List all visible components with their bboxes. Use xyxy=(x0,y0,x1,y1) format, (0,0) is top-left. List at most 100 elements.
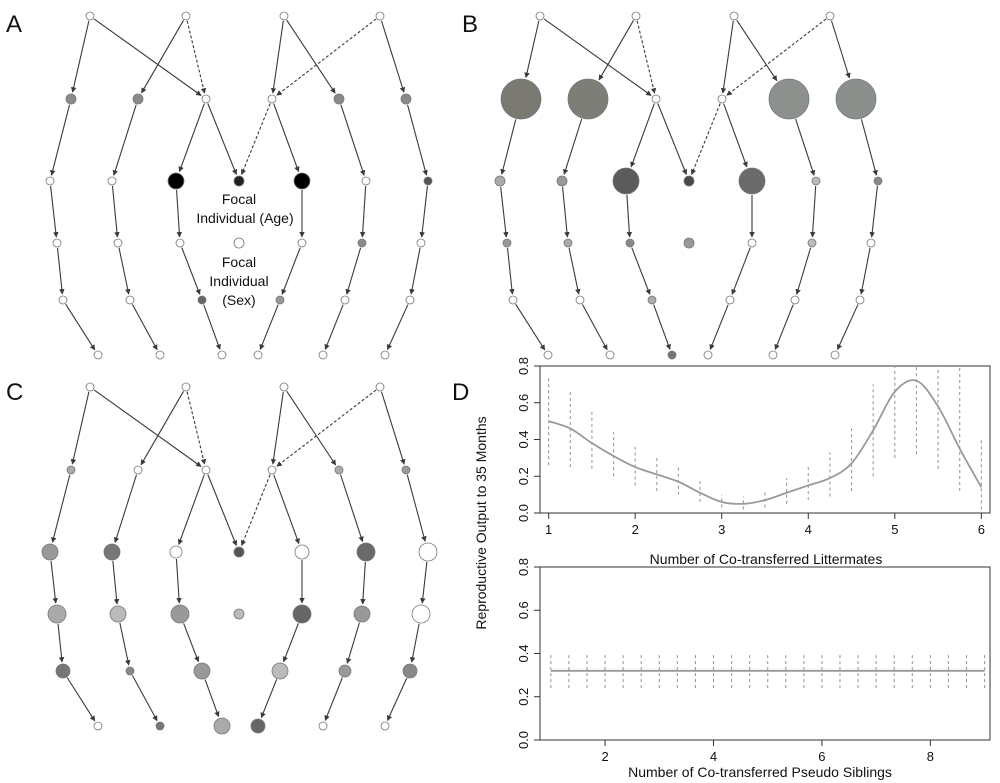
pedigree-panel-b xyxy=(494,11,883,360)
pedigree-node xyxy=(41,543,59,561)
pedigree-node xyxy=(233,237,245,249)
pedigree-node xyxy=(683,175,695,187)
pedigree-edge xyxy=(709,304,729,350)
pedigree-node xyxy=(357,238,367,248)
pedigree-node xyxy=(494,175,506,187)
y-tick-label: 0.4 xyxy=(516,430,531,448)
pedigree-node xyxy=(575,295,585,305)
focal-label-sex: Focal Individual (Sex) xyxy=(209,254,268,308)
pedigree-node xyxy=(508,295,518,305)
pedigree-node xyxy=(267,465,277,475)
pedigree-edge xyxy=(93,389,202,467)
pedigree-edge xyxy=(273,474,300,545)
x-tick-label: 3 xyxy=(718,522,725,537)
x-tick-label: 5 xyxy=(891,522,898,537)
pedigree-edge xyxy=(419,185,428,238)
pedigree-edge xyxy=(259,304,279,350)
pedigree-edge xyxy=(181,247,201,295)
pedigree-edge xyxy=(111,185,120,238)
pedigree-node xyxy=(356,542,376,562)
pedigree-edge xyxy=(112,560,120,605)
panel-letter-d: D xyxy=(452,379,469,406)
pedigree-edge xyxy=(830,20,851,79)
pedigree-edge xyxy=(270,20,284,94)
pedigree-edge xyxy=(409,623,420,663)
pedigree-node xyxy=(103,543,121,561)
panel-letter-c: C xyxy=(6,379,23,406)
pedigree-node xyxy=(500,78,542,120)
pedigree-node xyxy=(293,172,311,190)
pedigree-edge xyxy=(653,304,671,350)
pedigree-edge xyxy=(360,561,366,605)
pedigree-node xyxy=(402,663,418,679)
pedigree-edge xyxy=(409,247,421,295)
pedigree-edge xyxy=(70,20,90,93)
pedigree-node xyxy=(807,238,817,248)
pedigree-node xyxy=(279,11,289,21)
pedigree-node xyxy=(267,94,277,104)
pedigree-node xyxy=(631,11,641,21)
pedigree-node xyxy=(58,295,68,305)
pedigree-node xyxy=(543,350,553,360)
pedigree-edge xyxy=(359,185,367,238)
pedigree-node xyxy=(502,238,512,248)
pedigree-node xyxy=(835,78,877,120)
pedigree-edge xyxy=(690,103,721,176)
pedigree-edge xyxy=(345,247,362,295)
pedigree-node xyxy=(729,11,739,21)
pedigree-node xyxy=(401,465,411,475)
x-tick-label: 1 xyxy=(545,522,552,537)
pedigree-edge xyxy=(50,104,71,176)
pedigree-node xyxy=(416,238,426,248)
pedigree-node xyxy=(107,176,117,186)
pedigree-node xyxy=(271,662,289,680)
pedigree-edge xyxy=(380,20,406,93)
pedigree-node xyxy=(213,717,231,735)
pedigree-edge xyxy=(515,303,546,351)
pedigree-edge xyxy=(183,623,200,663)
pedigree-edge xyxy=(178,103,205,173)
pedigree-edge xyxy=(407,104,428,176)
pedigree-edge xyxy=(177,474,205,546)
pedigree-edge xyxy=(657,103,688,176)
y-tick-label: 0.0 xyxy=(516,504,531,522)
pedigree-node xyxy=(380,350,390,360)
pedigree-edge xyxy=(240,103,271,176)
pedigree-edge xyxy=(93,18,202,96)
x-tick-label: 4 xyxy=(805,522,812,537)
pedigree-edge xyxy=(113,474,138,543)
pedigree-edge xyxy=(186,20,207,94)
pedigree-node xyxy=(125,295,135,305)
pedigree-edge xyxy=(282,623,299,663)
pedigree-edge xyxy=(500,186,509,238)
panel-letter-b: B xyxy=(462,11,478,38)
svg-text:(Sex): (Sex) xyxy=(222,292,255,308)
pedigree-node xyxy=(725,295,735,305)
pedigree-edge xyxy=(131,304,158,351)
pedigree-node xyxy=(563,238,573,248)
focal-label-age: Focal Individual (Age) xyxy=(196,191,293,226)
pedigree-edge xyxy=(56,247,65,295)
pedigree-node xyxy=(703,350,713,360)
y-tick-label: 0.6 xyxy=(516,601,531,619)
pedigree-edge xyxy=(346,622,360,664)
pedigree-edge xyxy=(568,247,581,295)
svg-text:Focal: Focal xyxy=(222,254,256,270)
pedigree-node xyxy=(340,295,350,305)
x-tick-label: 2 xyxy=(632,522,639,537)
pedigree-node xyxy=(651,94,661,104)
pedigree-node xyxy=(279,382,289,392)
pedigree-node xyxy=(201,465,211,475)
x-tick-label: 4 xyxy=(710,749,717,764)
pedigree-node xyxy=(85,11,95,21)
pedigree-node xyxy=(334,465,344,475)
pedigree-node xyxy=(873,176,883,186)
x-tick-label: 8 xyxy=(927,749,934,764)
pedigree-node xyxy=(375,382,385,392)
pedigree-edge xyxy=(636,20,657,94)
pedigree-node xyxy=(233,175,245,187)
pedigree-node xyxy=(768,350,778,360)
pedigree-node xyxy=(170,604,190,624)
y-tick-label: 0.6 xyxy=(516,394,531,412)
